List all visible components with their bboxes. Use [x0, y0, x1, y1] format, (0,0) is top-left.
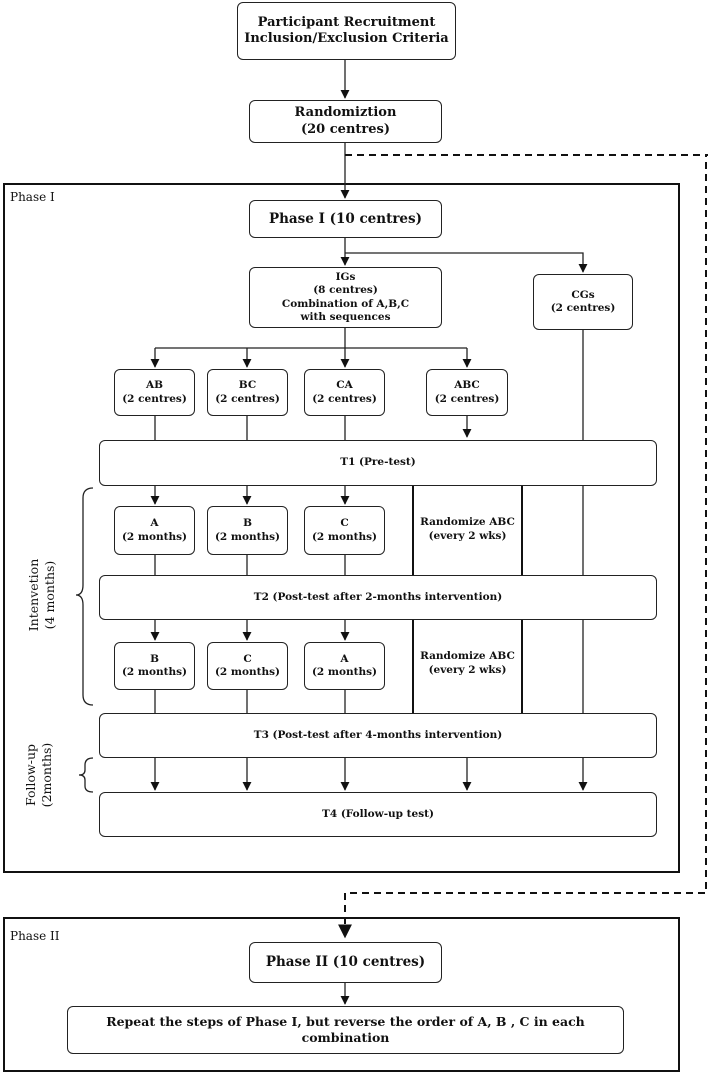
t2-label: T2 (Post-test after 2-months interventio… [253, 590, 503, 603]
group-abc-line-1: ABC [454, 379, 480, 392]
intervention-b2-box: B (2 months) [114, 642, 195, 690]
group-abc-box: ABC (2 centres) [426, 369, 508, 416]
phase2-frame [3, 917, 680, 1072]
intervention-side-line-1: Intenvetion [26, 558, 41, 632]
group-ca-line-1: CA [336, 379, 353, 392]
followup-side-label: Follow-up (2months) [23, 735, 57, 815]
cgs-box: CGs (2 centres) [533, 274, 633, 330]
cgs-line-1: CGs [571, 288, 595, 301]
recruitment-line-2: Inclusion/Exclusion Criteria [244, 31, 449, 46]
intervention-a1-box: A (2 months) [114, 506, 195, 555]
group-ca-box: CA (2 centres) [304, 369, 385, 416]
igs-line-4: with sequences [300, 310, 391, 323]
group-ab-line-2: (2 centres) [122, 392, 187, 405]
followup-side-line-1: Follow-up [23, 744, 38, 807]
followup-brace [78, 757, 94, 793]
group-ca-line-2: (2 centres) [312, 392, 377, 405]
t2-box: T2 (Post-test after 2-months interventio… [99, 575, 657, 620]
t3-label: T3 (Post-test after 4-months interventio… [253, 728, 503, 741]
randomize-abc-2-line-1: Randomize ABC [420, 650, 515, 662]
phase2-title: Phase II (10 centres) [265, 954, 426, 971]
intervention-b1-box: B (2 months) [207, 506, 288, 555]
phase2-frame-label: Phase II [10, 929, 60, 943]
arrow-phase1-to-cgs [345, 252, 588, 273]
group-bc-line-1: BC [238, 379, 257, 392]
igs-line-3: Combination of A,B,C [281, 297, 410, 310]
intervention-c2-line-1: C [243, 652, 252, 665]
phase1-box: Phase I (10 centres) [249, 200, 442, 238]
intervention-side-label: Intenvetion (4 months) [26, 545, 60, 645]
intervention-a2-line-1: A [340, 652, 349, 665]
cgs-line-2: (2 centres) [550, 302, 616, 314]
intervention-brace [75, 487, 94, 706]
randomize-abc-1-line-1: Randomize ABC [420, 516, 515, 528]
igs-box: IGs (8 centres) Combination of A,B,C wit… [249, 267, 442, 328]
intervention-a2-line-2: (2 months) [311, 666, 378, 678]
repeat-steps-label: Repeat the steps of Phase I, but reverse… [106, 1014, 585, 1045]
phase1-frame [3, 183, 680, 873]
intervention-c1-line-2: (2 months) [311, 530, 378, 543]
intervention-side-line-2: (4 months) [41, 560, 57, 630]
t3-box: T3 (Post-test after 4-months interventio… [99, 713, 657, 758]
intervention-c1-box: C (2 months) [304, 506, 385, 555]
igs-line-2: (8 centres) [313, 284, 378, 297]
t4-box: T4 (Follow-up test) [99, 792, 657, 837]
phase2-box: Phase II (10 centres) [249, 942, 442, 983]
group-ab-line-1: AB [145, 379, 164, 392]
followup-side-line-2: (2months) [38, 742, 54, 808]
phase1-title: Phase I (10 centres) [268, 210, 423, 227]
intervention-c2-box: C (2 months) [207, 642, 288, 690]
intervention-a2-box: A (2 months) [304, 642, 385, 690]
recruitment-box: Participant Recruitment Inclusion/Exclus… [237, 2, 456, 60]
randomization-line-1: Randomiztion [294, 105, 397, 121]
group-bc-box: BC (2 centres) [207, 369, 288, 416]
dashed-route-to-phase2 [338, 154, 708, 939]
intervention-a1-line-1: A [150, 517, 159, 530]
randomization-line-2: (20 centres) [300, 121, 390, 137]
intervention-a1-line-2: (2 months) [121, 530, 188, 543]
igs-line-1: IGs [335, 271, 356, 284]
intervention-b1-line-1: B [243, 517, 252, 530]
group-abc-line-2: (2 centres) [434, 392, 500, 405]
intervention-c2-line-2: (2 months) [214, 666, 281, 678]
randomize-abc-label-2: Randomize ABC (every 2 wks) [413, 650, 522, 677]
randomization-box: Randomiztion (20 centres) [249, 100, 442, 143]
intervention-b2-line-2: (2 months) [121, 666, 188, 678]
recruitment-line-1: Participant Recruitment [257, 14, 436, 30]
t4-label: T4 (Follow-up test) [322, 807, 434, 820]
t1-label: T1 (Pre-test) [340, 456, 416, 469]
randomize-abc-2-line-2: (every 2 wks) [428, 663, 507, 676]
phase1-frame-label: Phase I [10, 190, 55, 204]
intervention-b2-line-1: B [150, 652, 159, 665]
t1-box: T1 (Pre-test) [99, 440, 657, 486]
intervention-b1-line-2: (2 months) [214, 530, 281, 543]
intervention-c1-line-1: C [340, 517, 349, 530]
repeat-steps-box: Repeat the steps of Phase I, but reverse… [67, 1006, 624, 1054]
randomize-abc-1-line-2: (every 2 wks) [428, 529, 507, 542]
randomize-abc-label-1: Randomize ABC (every 2 wks) [413, 516, 522, 543]
group-ab-box: AB (2 centres) [114, 369, 195, 416]
group-bc-line-2: (2 centres) [215, 392, 280, 405]
